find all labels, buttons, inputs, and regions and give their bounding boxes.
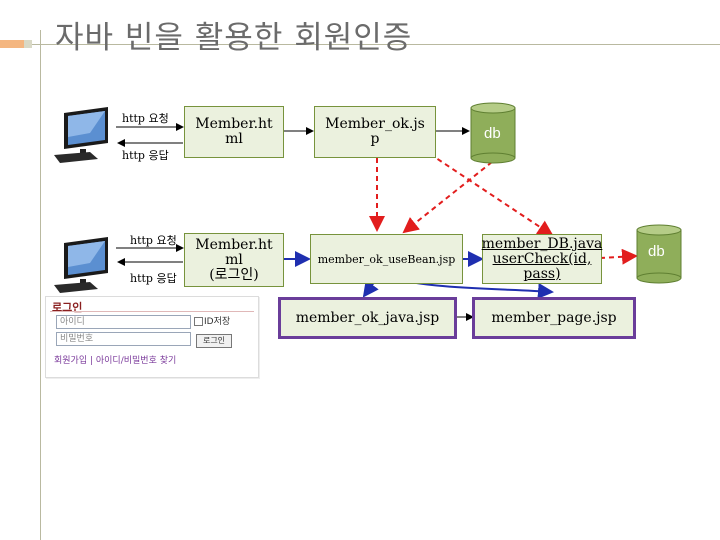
- title-underline: [0, 44, 720, 45]
- login-form-title: 로그인: [52, 301, 83, 314]
- red-dashed-arrow-to-db-java: [429, 153, 554, 237]
- password-input: 비밀번호: [56, 332, 191, 346]
- box-label: member_page.jsp: [491, 309, 617, 326]
- login-form-screenshot: 로그인 아이디 비밀번호 ID저장 로그인 회원가입 | 아이디/비밀번호 찾기: [45, 296, 259, 378]
- database-cylinder-icon: [636, 224, 682, 284]
- box-label: member_DB.java userCheck(id, pass): [481, 235, 603, 282]
- member-ok-usebean-box: member_ok_useBean.jsp: [310, 234, 463, 284]
- slide-vertical-rule: [40, 30, 41, 540]
- box-label: member_ok_java.jsp: [295, 309, 440, 326]
- http-request-label: http 요청: [122, 112, 169, 125]
- login-form-divider: [50, 311, 254, 312]
- login-form-footer-links: 회원가입 | 아이디/비밀번호 찾기: [54, 356, 177, 366]
- member-db-java-box: member_DB.java userCheck(id, pass): [482, 234, 602, 284]
- login-button: 로그인: [196, 334, 232, 348]
- member-ok-jsp-box: Member_ok.js p: [314, 106, 436, 158]
- member-html-box: Member.ht ml: [184, 106, 284, 158]
- id-input: 아이디: [56, 315, 191, 329]
- accent-block: [0, 40, 24, 48]
- red-dashed-arrow-to-db2: [599, 248, 638, 265]
- member-ok-java-box: member_ok_java.jsp: [278, 297, 457, 339]
- http-request-label: http 요청: [130, 234, 177, 247]
- box-label: Member.ht ml (로그인): [195, 236, 273, 283]
- member-page-box: member_page.jsp: [472, 297, 636, 339]
- accent-block-small: [24, 40, 32, 48]
- database-cylinder-icon: [470, 102, 516, 164]
- computer-monitor-icon: [54, 107, 108, 163]
- computer-monitor-icon: [54, 237, 108, 293]
- db-label: db: [648, 243, 665, 260]
- slide-title: 자바 빈을 활용한 회원인증: [55, 20, 413, 56]
- db-label: db: [484, 125, 501, 142]
- box-label: Member.ht ml: [195, 116, 273, 147]
- save-id-label: ID저장: [204, 317, 231, 327]
- box-label: Member_ok.js p: [325, 116, 425, 147]
- http-response-label: http 응답: [130, 272, 177, 285]
- member-html-login-box: Member.ht ml (로그인): [184, 233, 284, 287]
- box-label: member_ok_useBean.jsp: [317, 252, 456, 266]
- save-id-checkbox: [194, 317, 203, 326]
- http-response-label: http 응답: [122, 149, 169, 162]
- red-dashed-arrow-diagonal: [402, 161, 493, 234]
